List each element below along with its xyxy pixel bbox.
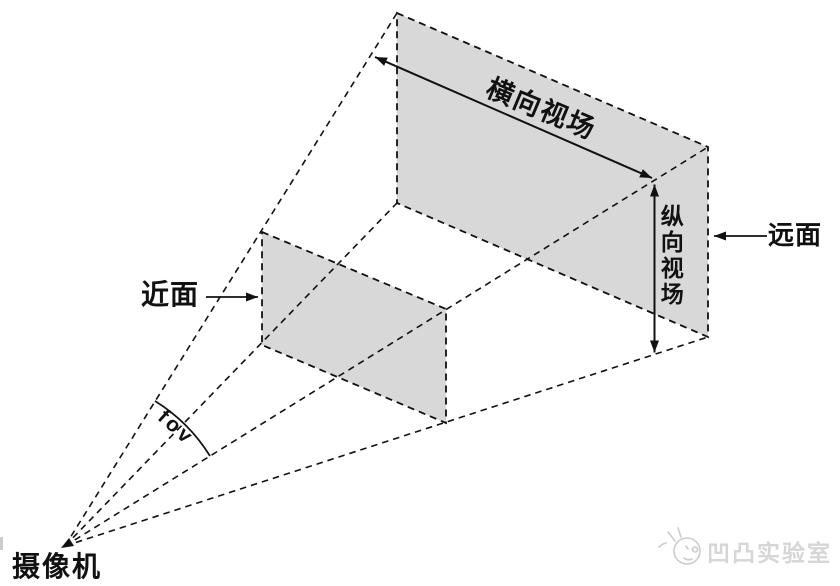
far-plane-label: 远面 xyxy=(768,220,823,250)
vertical-fov-label: 纵向视场 xyxy=(657,204,684,308)
frustum-ray-bottom-right xyxy=(64,336,709,547)
near-plane xyxy=(262,232,446,423)
camera-apex-arrowhead-icon xyxy=(61,538,74,548)
watermark-logo-icon xyxy=(658,527,701,565)
watermark-text: 凹凸实验室 xyxy=(707,540,832,566)
horizontal-fov-arrow xyxy=(374,56,653,179)
near-plane-outline xyxy=(261,230,447,425)
screen-edge-artifact xyxy=(0,537,3,550)
camera-label: 摄像机 xyxy=(12,551,103,582)
fov-arc xyxy=(154,400,211,457)
near-plane-label: 近面 xyxy=(141,279,200,310)
frustum-ray-top-left xyxy=(64,12,398,547)
